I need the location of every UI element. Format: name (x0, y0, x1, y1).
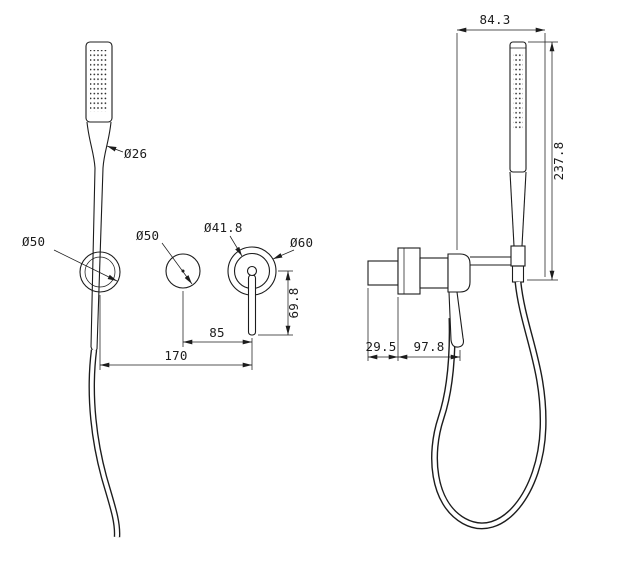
dim-label-knob-diameter: Ø50 (136, 228, 159, 243)
dim-label-trim-inner-diameter: Ø41.8 (204, 220, 243, 235)
bracket-front (79, 251, 121, 293)
mixer-front (227, 246, 277, 336)
dim-top-projection: 84.3 (456, 12, 546, 277)
spray-face-side (513, 53, 523, 129)
hose-nut (511, 265, 525, 283)
valve-elbow (447, 253, 471, 293)
dim-label-trim-outer-diameter: Ø60 (290, 235, 313, 250)
spray-face-front (90, 50, 108, 112)
front-view: Ø50 Ø50 Ø26 Ø41.8 Ø60 69.8 85 1 (22, 41, 313, 538)
mixer-lever-front (247, 274, 257, 336)
valve-side (367, 247, 511, 348)
hose-connector (510, 245, 526, 267)
dim-label-wall-to-handshower: 84.3 (480, 12, 511, 27)
dim-label-handshower-height: 237.8 (551, 142, 566, 181)
dim-label-handshower-diameter: Ø26 (124, 146, 147, 161)
dim-label-rough-in-depth: 29.5 (366, 339, 397, 354)
handshower-side (509, 41, 527, 283)
mixer-lever-side (448, 291, 465, 348)
leader-trim-inner-diameter (229, 235, 243, 257)
front-diameter-labels: Ø50 Ø50 Ø26 Ø41.8 Ø60 (22, 145, 313, 285)
leader-bracket-diameter (53, 249, 118, 282)
dim-label-wall-to-lever: 97.8 (414, 339, 445, 354)
dim-bottom: 29.5 97.8 (366, 288, 461, 361)
dim-label-knob-to-mixer: 85 (209, 325, 224, 340)
leader-handshower-diameter (106, 145, 124, 153)
dim-spacing: 85 170 (99, 291, 253, 370)
rough-in-body (367, 260, 399, 286)
hose-side (431, 281, 547, 530)
dim-label-bracket-to-mixer: 170 (164, 348, 187, 363)
valve-body (419, 257, 449, 289)
leader-knob-diameter (161, 242, 193, 285)
leader-trim-outer-diameter (272, 249, 295, 260)
dim-label-lever-drop: 69.8 (286, 288, 301, 319)
wall-plate (397, 247, 421, 295)
knob-front (165, 253, 201, 289)
mixer-hub (246, 265, 258, 277)
dim-overall-height: 237.8 (527, 41, 566, 281)
dim-lever-drop: 69.8 (258, 270, 301, 336)
handshower-front (85, 41, 113, 353)
dim-label-bracket-diameter: Ø50 (22, 234, 45, 249)
side-view: 84.3 237.8 29.5 97.8 (366, 12, 566, 530)
hose-front (88, 349, 121, 538)
